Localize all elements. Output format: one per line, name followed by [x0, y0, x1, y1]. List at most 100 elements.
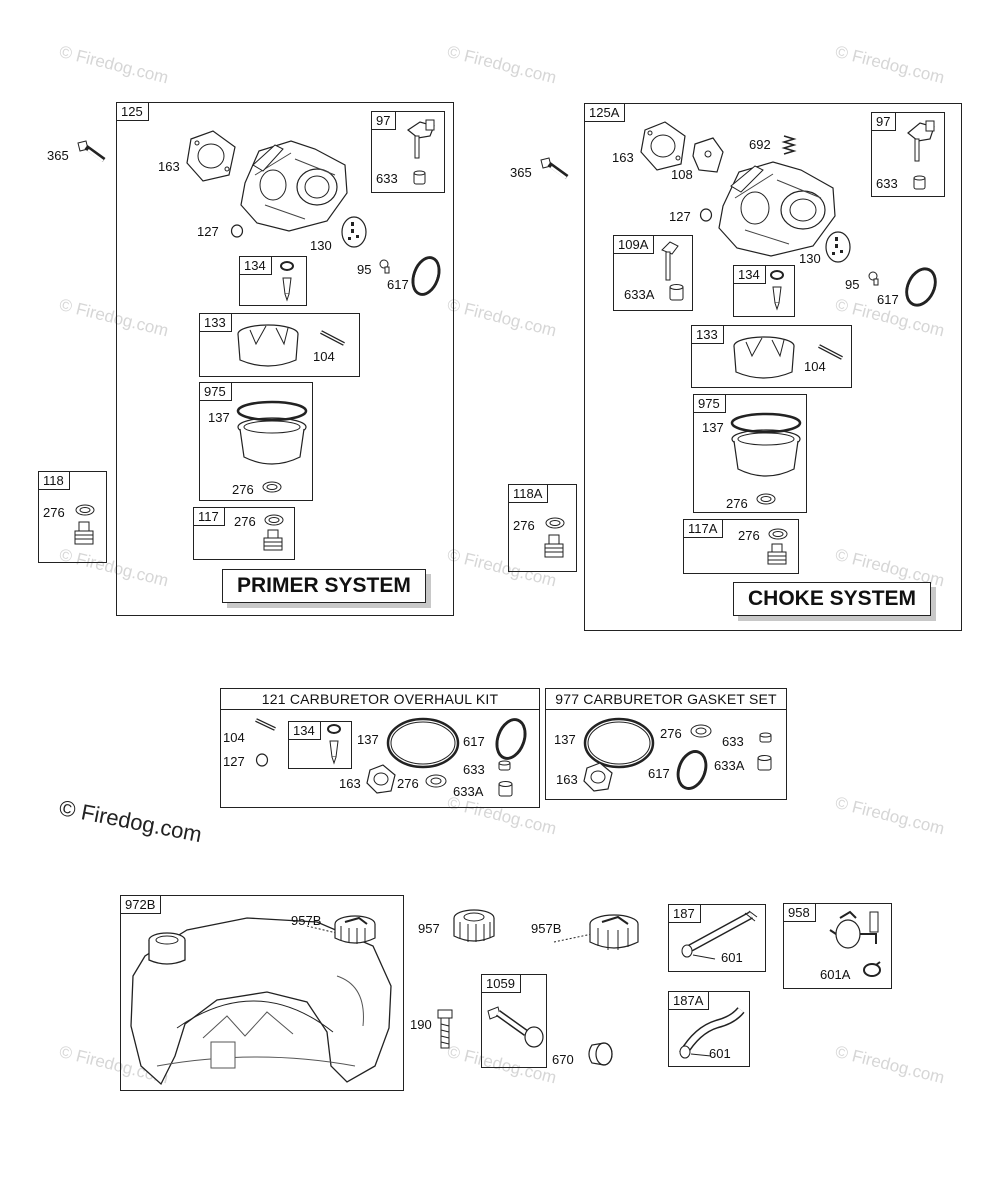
grommet-670-part	[584, 1040, 614, 1068]
seal-633a-part	[756, 753, 774, 773]
panel-number: 958	[784, 904, 816, 922]
label-127: 127	[669, 209, 691, 224]
primer-pump-109a-part	[656, 240, 682, 282]
label-104: 104	[313, 349, 335, 364]
needle-134-part	[768, 269, 786, 311]
sub-panel-97: 97 633	[871, 112, 945, 197]
label-276: 276	[234, 514, 256, 529]
label-365: 365	[47, 148, 69, 163]
fuel-valve-1059-part	[486, 1003, 552, 1053]
sub-panel-134: 134	[239, 256, 307, 306]
overhaul-kit-title: 121 CARBURETOR OVERHAUL KIT	[221, 689, 539, 710]
label-276: 276	[43, 505, 65, 520]
label-601: 601	[721, 950, 743, 965]
bolt-118a-part	[543, 533, 565, 563]
spring-692-part	[782, 134, 796, 156]
copyright-notice: © Firedog.com	[57, 795, 204, 848]
label-127: 127	[197, 224, 219, 239]
label-957b: 957B	[291, 913, 322, 928]
label-137: 137	[554, 732, 576, 747]
primer-bulb-97-part	[900, 119, 940, 165]
screw-95-part	[378, 259, 392, 275]
primer-bulb-97-part	[400, 118, 440, 162]
gasket-163-part	[582, 761, 614, 793]
label-601a: 601A	[820, 967, 851, 982]
panel-number: 125A	[585, 104, 626, 122]
panel-number: 118	[39, 472, 70, 490]
sub-panel-187a: 187A 601	[668, 991, 750, 1067]
sub-panel-number: 134	[240, 257, 272, 275]
label-276: 276	[738, 528, 760, 543]
pin-104-part	[816, 342, 846, 362]
shutoff-valve-958-part	[828, 908, 886, 960]
seal-633a-part	[497, 779, 515, 799]
choke-plate-108-part	[691, 136, 725, 176]
label-127: 127	[223, 754, 245, 769]
sub-panel-97: 97 633	[371, 111, 445, 193]
sub-panel-number: 97	[872, 113, 897, 131]
washer-276-part	[756, 493, 776, 505]
seal-633a-part	[668, 282, 686, 304]
float-bowl-975-part	[234, 399, 310, 471]
sub-panel-133: 133 104	[691, 325, 852, 388]
watermark: © Firedog.com	[833, 793, 947, 839]
float-133-part	[236, 322, 302, 372]
fuel-line-187-part	[675, 907, 761, 967]
primer-system-panel: 125 163 127 130 95 617 97 633	[116, 102, 454, 616]
fuel-cap-957-part	[450, 906, 498, 942]
label-957b: 957B	[531, 921, 562, 936]
label-163: 163	[339, 776, 361, 791]
gasket-163-part	[365, 763, 397, 795]
label-617: 617	[648, 766, 670, 781]
sub-panel-117: 117 276	[193, 507, 295, 560]
label-617: 617	[463, 734, 485, 749]
sub-panel-number: 117	[194, 508, 225, 526]
screw-365-part	[539, 157, 571, 185]
watermark: © Firedog.com	[833, 42, 947, 88]
sub-panel-134: 134	[733, 265, 795, 317]
fuel-tank-972b-part	[127, 916, 395, 1088]
sub-panel-number: 975	[200, 383, 232, 401]
label-276: 276	[660, 726, 682, 741]
bolt-117-part	[262, 528, 284, 556]
sub-panel-975: 975 137 276	[199, 382, 313, 501]
side-panel-118a: 118A 276	[508, 484, 577, 572]
label-633: 633	[376, 171, 398, 186]
oring-617-part	[672, 747, 712, 793]
washer-276-part	[262, 481, 282, 493]
seal-633-part	[497, 759, 513, 773]
label-95: 95	[845, 277, 860, 292]
needle-134-part	[278, 260, 296, 300]
label-137: 137	[702, 420, 724, 435]
primer-system-label: PRIMER SYSTEM	[222, 569, 426, 603]
gasket-set-panel: 977 CARBURETOR GASKET SET 137 276 633 16…	[545, 688, 787, 800]
sub-panel-number: 134	[289, 722, 321, 740]
washer-276-part	[75, 504, 95, 516]
fuel-tank-panel: 972B 957B	[120, 895, 404, 1091]
label-276: 276	[513, 518, 535, 533]
sub-panel-number: 109A	[614, 236, 655, 254]
label-633: 633	[876, 176, 898, 191]
watermark: © Firedog.com	[445, 42, 559, 88]
watermark: © Firedog.com	[833, 1042, 947, 1088]
panel-number: 118A	[509, 485, 549, 503]
watermark: © Firedog.com	[445, 295, 559, 341]
label-95: 95	[357, 262, 372, 277]
label-633: 633	[463, 762, 485, 777]
label-104: 104	[804, 359, 826, 374]
label-130: 130	[799, 251, 821, 266]
washer-276-part	[425, 774, 447, 788]
float-133-part	[732, 334, 798, 384]
label-617: 617	[877, 292, 899, 307]
sub-panel-number: 133	[692, 326, 724, 344]
washer-276-part	[768, 528, 788, 540]
label-692: 692	[749, 137, 771, 152]
sub-panel-958: 958 601A	[783, 903, 892, 989]
label-137: 137	[208, 410, 230, 425]
plate-130-part	[824, 230, 852, 264]
bolt-190-part	[434, 1008, 456, 1052]
oring-617-part	[408, 253, 444, 299]
screw-95-part	[867, 271, 881, 287]
fuel-cap-957b-part	[321, 912, 379, 944]
plate-130-part	[340, 215, 368, 249]
